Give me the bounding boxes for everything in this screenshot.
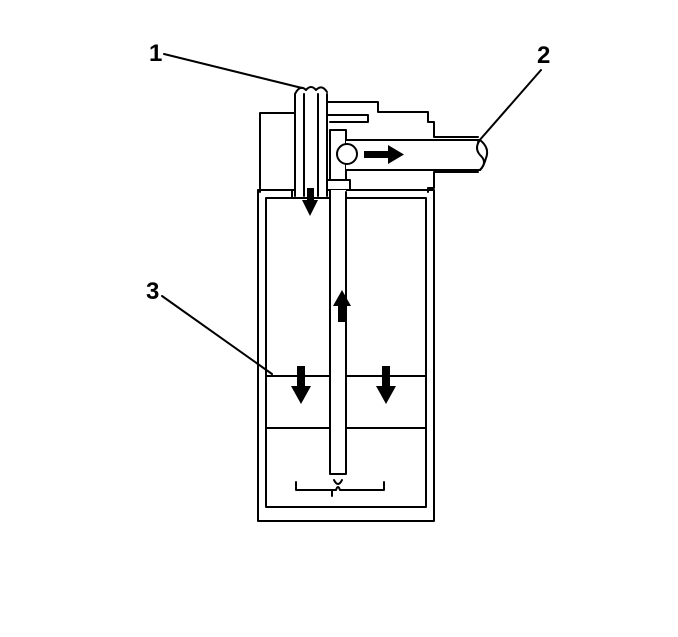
cap-housing-inner xyxy=(309,114,369,123)
callout-label-1: 1 xyxy=(149,40,163,67)
flow-arrow-fluid-right xyxy=(376,366,396,404)
callout-label-3: 3 xyxy=(146,278,160,305)
outlet-tube xyxy=(345,139,481,171)
pickup-tube xyxy=(329,191,347,475)
flow-arrow-inlet-down xyxy=(302,188,318,216)
bottom-filter-notch xyxy=(333,479,343,485)
bottom-filter xyxy=(295,481,385,497)
pickup-tube-top xyxy=(325,129,351,191)
leader-line-1 xyxy=(163,53,303,89)
pickup-tube-fill xyxy=(330,190,346,474)
outlet-tube-end-cap xyxy=(479,139,489,171)
leader-line-3 xyxy=(161,295,273,375)
leader-line-2 xyxy=(477,69,542,143)
inlet-tube xyxy=(294,93,328,197)
flow-arrow-fluid-left xyxy=(291,366,311,404)
flow-arrow-tube-up xyxy=(333,290,351,322)
check-valve-ball xyxy=(336,143,358,165)
callout-label-2: 2 xyxy=(537,42,551,69)
inlet-tube-fill xyxy=(294,86,328,196)
flow-arrow-outlet xyxy=(364,145,404,164)
